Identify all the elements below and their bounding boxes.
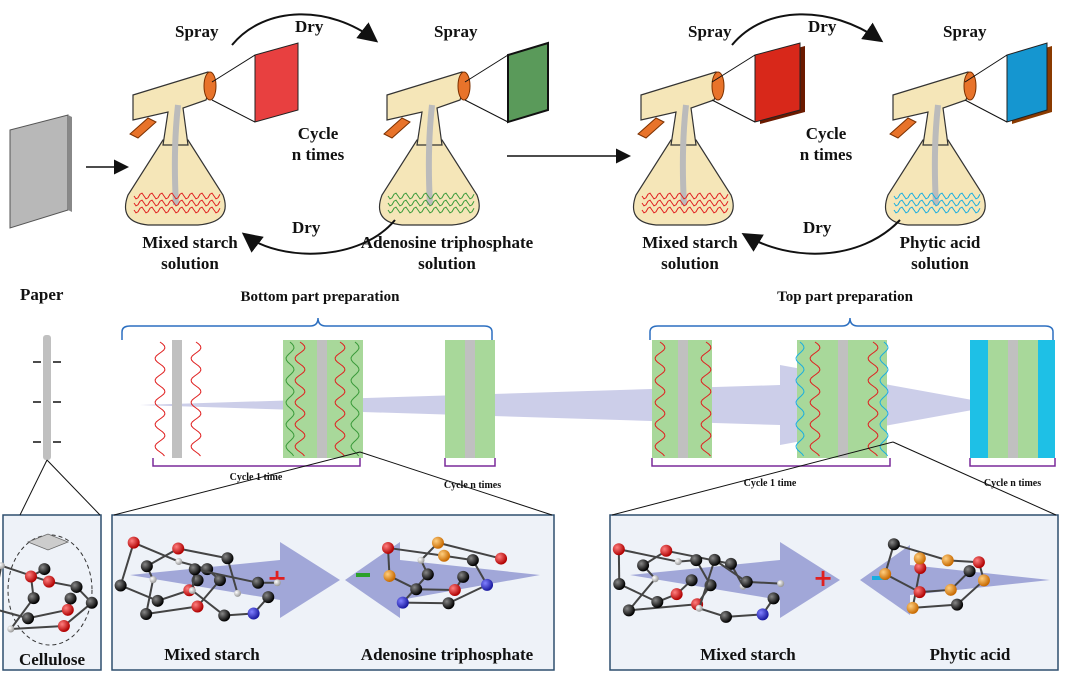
paper-core-top-n	[1008, 340, 1018, 458]
dry-label-4: Dry	[803, 218, 831, 238]
atp-label: Adenosine triphosphate	[352, 645, 542, 665]
paper-strip	[33, 335, 61, 460]
dry-label-2: Dry	[292, 218, 320, 238]
cellulose-label: Cellulose	[5, 650, 99, 670]
flask-3-label-1: Mixed starch	[630, 233, 750, 253]
flask-4-label-2: solution	[880, 254, 1000, 274]
cycle-n-bracket-right	[970, 458, 1055, 466]
plus-charge-right: +	[813, 564, 833, 592]
phytic-acid-label: Phytic acid	[910, 645, 1030, 665]
mixed-starch-label-right: Mixed starch	[688, 645, 808, 665]
red-sheet-2	[712, 43, 805, 124]
spray-label-2: Spray	[434, 22, 477, 42]
starch-flask-2	[634, 72, 734, 225]
cycle-1-bracket-left	[153, 458, 360, 466]
minus-charge-atp	[356, 573, 370, 577]
paper-core-a	[172, 340, 182, 458]
green-sheet	[465, 43, 548, 122]
dry-label-3: Dry	[808, 17, 836, 37]
zoom-line-1	[20, 460, 47, 515]
cycle-1-label-right: Cycle 1 time	[720, 478, 820, 490]
bottom-part-title: Bottom part preparation	[210, 288, 430, 306]
cycle-label-left-2: n times	[280, 145, 356, 165]
bottom-part-bracket	[122, 318, 492, 340]
dry-arc-top-right	[732, 14, 880, 45]
mixed-starch-label-left: Mixed starch	[152, 645, 272, 665]
flask-1-label-1: Mixed starch	[130, 233, 250, 253]
cycle-label-right-2: n times	[788, 145, 864, 165]
blue-sheet	[965, 43, 1052, 124]
starch-flask-1	[126, 72, 226, 225]
starch-chain-a1	[155, 342, 165, 456]
cycle-n-label-left: Cycle n times	[430, 480, 515, 492]
cycle-1-bracket-right	[652, 458, 890, 466]
paper-core-b	[317, 340, 327, 458]
paper-core-d	[838, 340, 848, 458]
zoom-line-2	[47, 460, 100, 515]
red-sheet-1	[212, 43, 298, 122]
phytic-flask	[886, 72, 986, 225]
flask-4-label-1: Phytic acid	[880, 233, 1000, 253]
paper-core-c	[678, 340, 688, 458]
top-part-bracket	[650, 318, 1053, 340]
cycle-1-label-left: Cycle 1 time	[206, 472, 306, 484]
flask-2-label-2: solution	[352, 254, 542, 274]
cycle-label-left-1: Cycle	[290, 124, 346, 144]
spray-label-3: Spray	[688, 22, 731, 42]
cycle-n-label-right: Cycle n times	[970, 478, 1055, 490]
cycle-label-right-1: Cycle	[798, 124, 854, 144]
paper-core-n	[465, 340, 475, 458]
starch-chain-a2	[191, 342, 201, 456]
flask-3-label-2: solution	[630, 254, 750, 274]
plus-charge-left: +	[267, 564, 287, 592]
atp-flask	[380, 72, 480, 225]
cycle-n-bracket-left	[445, 458, 495, 466]
paper-sheet-icon	[10, 115, 72, 228]
dry-label-1: Dry	[295, 17, 323, 37]
flask-1-label-2: solution	[130, 254, 250, 274]
flask-2-label-1: Adenosine triphosphate	[352, 233, 542, 253]
spray-label-4: Spray	[943, 22, 986, 42]
spray-label-1: Spray	[175, 22, 218, 42]
top-part-title: Top part preparation	[740, 288, 950, 306]
paper-label: Paper	[20, 285, 63, 305]
